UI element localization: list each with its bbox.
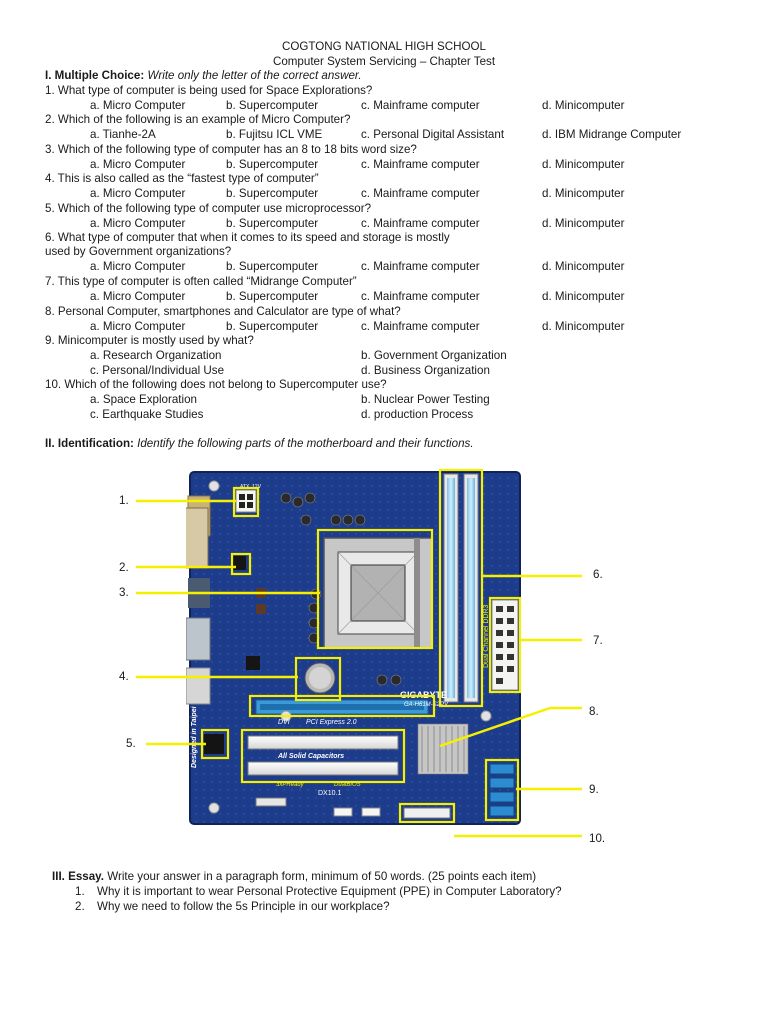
callout-1: 1. <box>119 494 129 507</box>
question-5-option-c: c. Mainframe computer <box>361 217 480 230</box>
question-9: 9. Minicomputer is mostly used by what? <box>45 334 254 347</box>
box-pci <box>240 728 406 784</box>
question-5-option-d: d. Minicomputer <box>542 217 625 230</box>
box-7 <box>488 596 522 694</box>
school-name: COGTONG NATIONAL HIGH SCHOOL <box>282 40 486 53</box>
question-3-option-c: c. Mainframe computer <box>361 158 480 171</box>
box-8 <box>248 694 436 718</box>
board-dx: DX10.1 <box>318 790 341 797</box>
question-6-option-b: b. Supercomputer <box>226 260 319 273</box>
question-6: 6. What type of computer that when it co… <box>45 231 450 244</box>
question-9-option-b: b. Government Organization <box>361 349 507 362</box>
question-1-option-d: d. Minicomputer <box>542 99 625 112</box>
question-3-option-a: a. Micro Computer <box>90 158 186 171</box>
question-7-option-c: c. Mainframe computer <box>361 290 480 303</box>
callout-6: 6. <box>593 568 603 581</box>
question-5: 5. Which of the following type of comput… <box>45 202 372 215</box>
question-3-option-d: d. Minicomputer <box>542 158 625 171</box>
question-3-option-b: b. Supercomputer <box>226 158 319 171</box>
question-10-option-d: d. production Process <box>361 408 474 421</box>
question-8-option-a: a. Micro Computer <box>90 320 186 333</box>
part2-heading: II. Identification: Identify the followi… <box>45 437 474 451</box>
part2-label: II. Identification: <box>45 437 134 450</box>
question-2: 2. Which of the following is an example … <box>45 113 351 126</box>
part2-instruction: Identify the following parts of the moth… <box>137 437 474 450</box>
question-3: 3. Which of the following type of comput… <box>45 143 417 156</box>
test-title: Computer System Servicing – Chapter Test <box>272 55 496 68</box>
essay-item-2-text: Why we need to follow the 5s Principle i… <box>97 900 390 913</box>
question-2-option-a: a. Tianhe-2A <box>90 128 156 141</box>
box-10 <box>398 802 456 824</box>
essay-item-2-num: 2. <box>75 900 85 913</box>
question-8: 8. Personal Computer, smartphones and Ca… <box>45 305 401 318</box>
question-1-option-a: a. Micro Computer <box>90 99 186 112</box>
question-10-option-c: c. Earthquake Studies <box>90 408 204 421</box>
question-7: 7. This type of computer is often called… <box>45 275 357 288</box>
part3-instruction: Write your answer in a paragraph form, m… <box>107 870 537 883</box>
board-dualbios: DualBIOS <box>334 782 361 788</box>
part1-instruction: Write only the letter of the correct ans… <box>147 69 362 82</box>
question-6-option-c: c. Mainframe computer <box>361 260 480 273</box>
part1-heading: I. Multiple Choice: Write only the lette… <box>45 69 362 83</box>
question-8-option-d: d. Minicomputer <box>542 320 625 333</box>
part1-label: I. Multiple Choice: <box>45 69 145 82</box>
callout-2: 2. <box>119 561 129 574</box>
question-2-option-d: d. IBM Midrange Computer <box>542 128 682 141</box>
question-5-option-b: b. Supercomputer <box>226 217 319 230</box>
question-10-option-a: a. Space Exploration <box>90 393 197 406</box>
question-6-option-d: d. Minicomputer <box>542 260 625 273</box>
box-2 <box>230 552 252 576</box>
question-9-option-c: c. Personal/Individual Use <box>90 364 225 377</box>
question-1-option-c: c. Mainframe computer <box>361 99 480 112</box>
question-6-continued: used by Government organizations? <box>45 245 232 258</box>
board-made: Designed in Taipei <box>191 705 198 768</box>
question-5-option-a: a. Micro Computer <box>90 217 186 230</box>
question-6-option-a: a. Micro Computer <box>90 260 186 273</box>
box-4 <box>294 656 342 702</box>
question-8-option-c: c. Mainframe computer <box>361 320 480 333</box>
question-4-option-a: a. Micro Computer <box>90 187 186 200</box>
question-10-option-b: b. Nuclear Power Testing <box>361 393 490 406</box>
callout-8: 8. <box>589 705 599 718</box>
question-4-option-b: b. Supercomputer <box>226 187 319 200</box>
question-9-option-a: a. Research Organization <box>90 349 222 362</box>
question-2-option-c: c. Personal Digital Assistant <box>361 128 505 141</box>
callout-5: 5. <box>126 737 136 750</box>
box-6 <box>438 468 484 708</box>
question-2-option-b: b. Fujitsu ICL VME <box>226 128 323 141</box>
callout-4: 4. <box>119 670 129 683</box>
callout-7: 7. <box>593 634 603 647</box>
callout-3: 3. <box>119 586 129 599</box>
question-7-option-a: a. Micro Computer <box>90 290 186 303</box>
part3-label: III. Essay. <box>52 870 104 883</box>
box-3 <box>316 528 434 650</box>
question-8-option-b: b. Supercomputer <box>226 320 319 333</box>
question-4: 4. This is also called as the “fastest t… <box>45 172 319 185</box>
essay-item-1-text: Why it is important to wear Personal Pro… <box>97 885 562 898</box>
question-10: 10. Which of the following does not belo… <box>45 378 387 391</box>
board-caps: All Solid Capacitors <box>277 753 344 760</box>
board-dvi: DVI <box>278 719 290 726</box>
part3-heading: III. Essay. Write your answer in a parag… <box>52 870 536 884</box>
essay-item-1-num: 1. <box>75 885 85 898</box>
question-1: 1. What type of computer is being used f… <box>45 84 373 97</box>
board-pcie: PCI Express 2.0 <box>306 719 357 726</box>
question-4-option-c: c. Mainframe computer <box>361 187 480 200</box>
callout-10: 10. <box>589 832 606 845</box>
question-1-option-b: b. Supercomputer <box>226 99 319 112</box>
question-9-option-d: d. Business Organization <box>361 364 490 377</box>
board-model: GA-H61M-S2PV <box>404 702 449 708</box>
question-7-option-d: d. Minicomputer <box>542 290 625 303</box>
question-4-option-d: d. Minicomputer <box>542 187 625 200</box>
callout-9: 9. <box>589 783 599 796</box>
motherboard-image: GIGABYTE GA-H61M-S2PV DVI PCI Express 2.… <box>183 468 522 825</box>
board-ready: 3xPReady <box>276 782 305 788</box>
board-dual: Dual Channel DDR3 <box>483 604 490 668</box>
question-7-option-b: b. Supercomputer <box>226 290 319 303</box>
